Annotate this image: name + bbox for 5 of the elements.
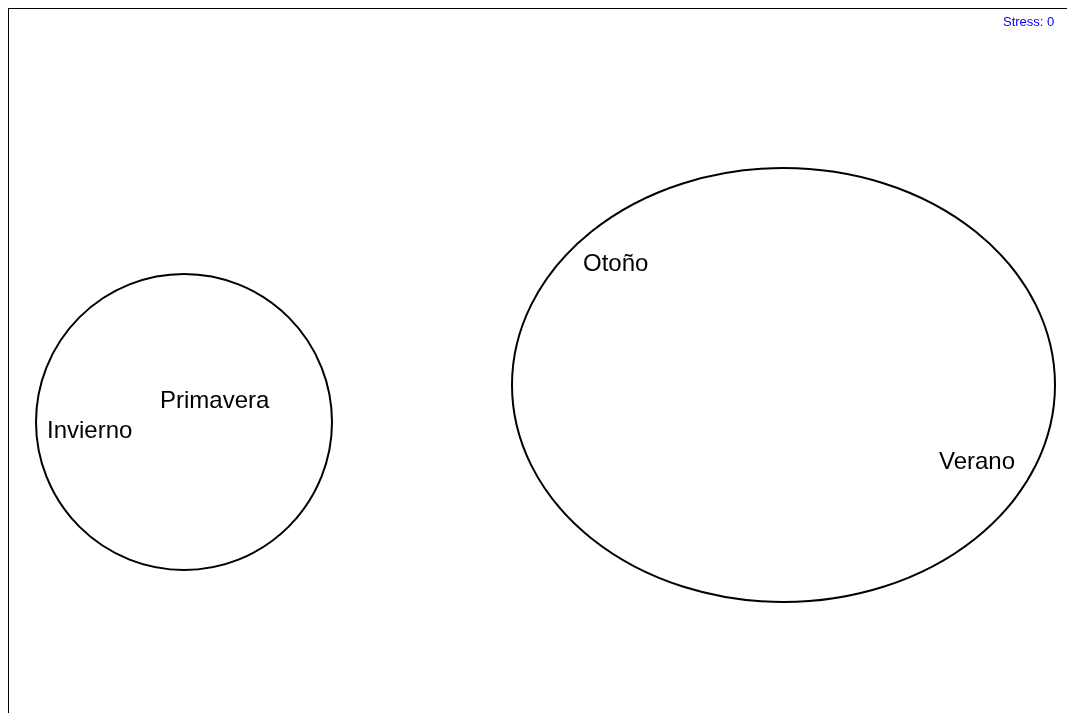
sample-label: Verano	[939, 447, 1016, 475]
sample-label: Otoño	[583, 249, 649, 277]
stress-value: Stress: 0	[1003, 14, 1055, 29]
sample-label: Invierno	[47, 416, 133, 444]
sample-label: Primavera	[160, 386, 270, 414]
